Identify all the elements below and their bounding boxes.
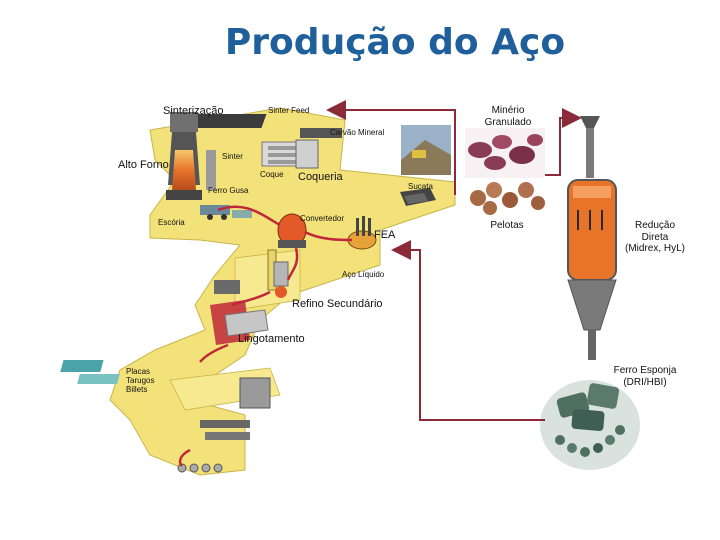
connection-arrows	[326, 100, 582, 421]
label-coqueria: Coqueria	[298, 171, 343, 183]
label-refino-secundario: Refino Secundário	[292, 298, 383, 310]
ore-lump-image	[465, 128, 545, 178]
label-lingotamento: Lingotamento	[238, 333, 305, 345]
label-reducao-line2: Direta	[641, 231, 669, 243]
converter	[277, 213, 307, 248]
label-alto-forno: Alto Forno	[118, 159, 169, 171]
label-ferro-esponja-line1: Ferro Esponja	[613, 365, 677, 376]
sponge-iron-image	[540, 380, 640, 470]
label-carvao-mineral: Carvão Mineral	[330, 128, 385, 137]
label-minerio-line2: Granulado	[484, 116, 532, 128]
label-reducao-line3: (Midrex, HyL)	[624, 243, 685, 254]
label-fea: FEA	[374, 229, 396, 241]
scrap-pile	[400, 188, 436, 206]
label-billets-text: Billets	[126, 385, 148, 395]
label-ferro-esponja-line2: (DRI/HBI)	[623, 376, 667, 388]
blast-furnace	[166, 112, 216, 200]
label-pelotas: Pelotas	[490, 220, 524, 231]
label-ferro-esponja: Ferro Esponja (DRI/HBI)	[605, 365, 685, 388]
continuous-casting	[210, 280, 269, 345]
mine-photo	[401, 125, 451, 175]
label-tarugos-text: Tarugos	[126, 376, 155, 386]
electric-arc-furnace	[347, 216, 377, 250]
rolling-mill	[60, 360, 271, 473]
page-title: Produção do Aço	[224, 22, 566, 63]
label-convertedor: Convertedor	[300, 214, 345, 223]
sinter-feed-conveyor	[191, 114, 342, 138]
label-reducao-direta: Redução Direta (Midrex, HyL)	[620, 220, 690, 255]
secondary-refining	[267, 249, 289, 298]
label-minerio-granulado: Minério Granulado	[478, 105, 538, 128]
label-ferro-gusa: Ferro Gusa	[208, 186, 249, 195]
direct-reduction-furnace	[567, 116, 617, 360]
pellets-image	[465, 180, 545, 218]
label-placas: Placas Tarugos Billets	[126, 367, 154, 395]
coke-oven	[261, 139, 319, 169]
label-sinter: Sinter	[222, 152, 243, 161]
label-coque: Coque	[260, 170, 284, 179]
label-escoria: Escória	[158, 218, 185, 227]
label-minerio-line1: Minério	[491, 105, 525, 116]
label-sinterizacao: Sinterização	[163, 105, 224, 117]
pig-iron-cars	[200, 205, 252, 220]
label-reducao-line1: Redução	[634, 220, 676, 231]
label-aco-liquido: Aço Líquido	[342, 270, 385, 279]
label-placas-text: Placas	[126, 367, 151, 376]
label-sinter-feed: Sinter Feed	[268, 106, 310, 115]
label-sucata: Sucata	[408, 182, 433, 191]
internal-flow-arrows	[178, 205, 353, 467]
